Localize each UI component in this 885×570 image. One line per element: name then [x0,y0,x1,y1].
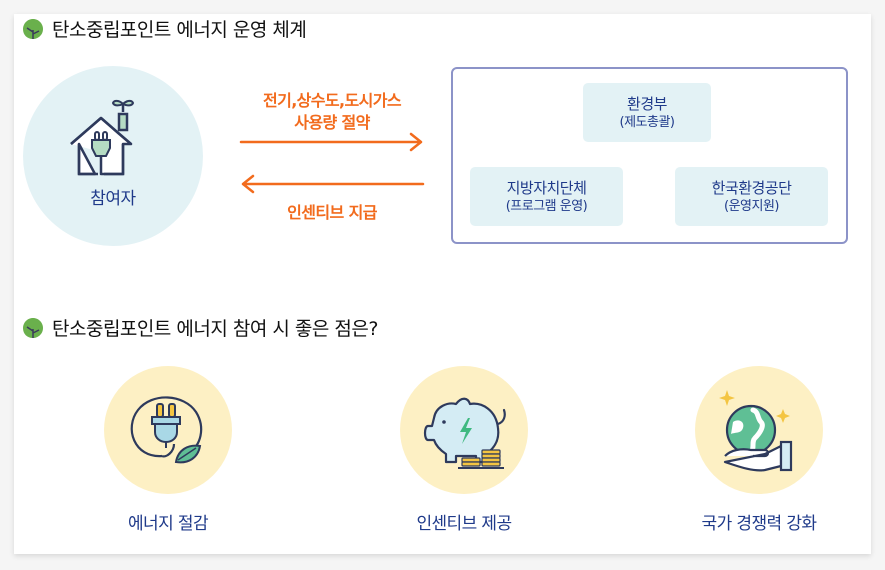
savings-flow-line2: 사용량 절약 [294,113,370,132]
plug-leaf-icon [130,396,203,464]
org-role: (프로그램 운영) [505,198,588,214]
participant-label: 참여자 [90,189,136,209]
leaf-icon [23,317,43,338]
participant-node: 참여자 [23,66,203,246]
organization-group: 환경부 (제도총괄) 지방자치단체 (프로그램 운영) 한국환경공단 (운영지원… [451,67,848,244]
section-title-operation: 탄소중립포인트 에너지 운영 체계 [22,15,307,42]
benefit-label: 인센티브 제공 [416,514,512,534]
globe-hand-icon [719,390,793,472]
piggy-bank-icon [423,397,506,469]
org-name: 지방자치단체 [506,178,587,197]
savings-flow-line1: 전기,상수도,도시가스 [262,91,402,110]
org-ministry-of-environment: 환경부 (제도총괄) [583,83,711,142]
org-role: (제도총괄) [619,114,675,130]
arrow-left-icon [241,174,425,194]
arrow-right-icon [239,132,423,152]
benefit-label: 에너지 절감 [127,514,209,534]
leaf-icon [23,18,43,39]
org-local-government: 지방자치단체 (프로그램 운영) [470,167,623,226]
benefit-incentive: 인센티브 제공 [364,366,564,534]
section-title-text: 탄소중립포인트 에너지 참여 시 좋은 점은? [52,318,378,340]
section-title-text: 탄소중립포인트 에너지 운영 체계 [52,19,307,41]
org-korea-environment-corp: 한국환경공단 (운영지원) [675,167,828,226]
section-title-benefits: 탄소중립포인트 에너지 참여 시 좋은 점은? [22,314,378,341]
energy-system-card: 탄소중립포인트 에너지 운영 체계 참여자 전기,상수도,도시가스 사용량 절약 [14,14,871,554]
benefit-energy-saving: 에너지 절감 [68,366,268,534]
org-name: 한국환경공단 [711,178,792,197]
savings-flow-label: 전기,상수도,도시가스 사용량 절약 [232,90,432,134]
house-plug-icon [70,99,135,176]
org-role: (운영지원) [724,198,779,214]
benefit-label: 국가 경쟁력 강화 [701,514,817,534]
org-name: 환경부 [627,94,667,113]
benefit-national-competitiveness: 국가 경쟁력 강화 [659,366,859,534]
incentive-flow-label: 인센티브 지급 [287,203,377,222]
